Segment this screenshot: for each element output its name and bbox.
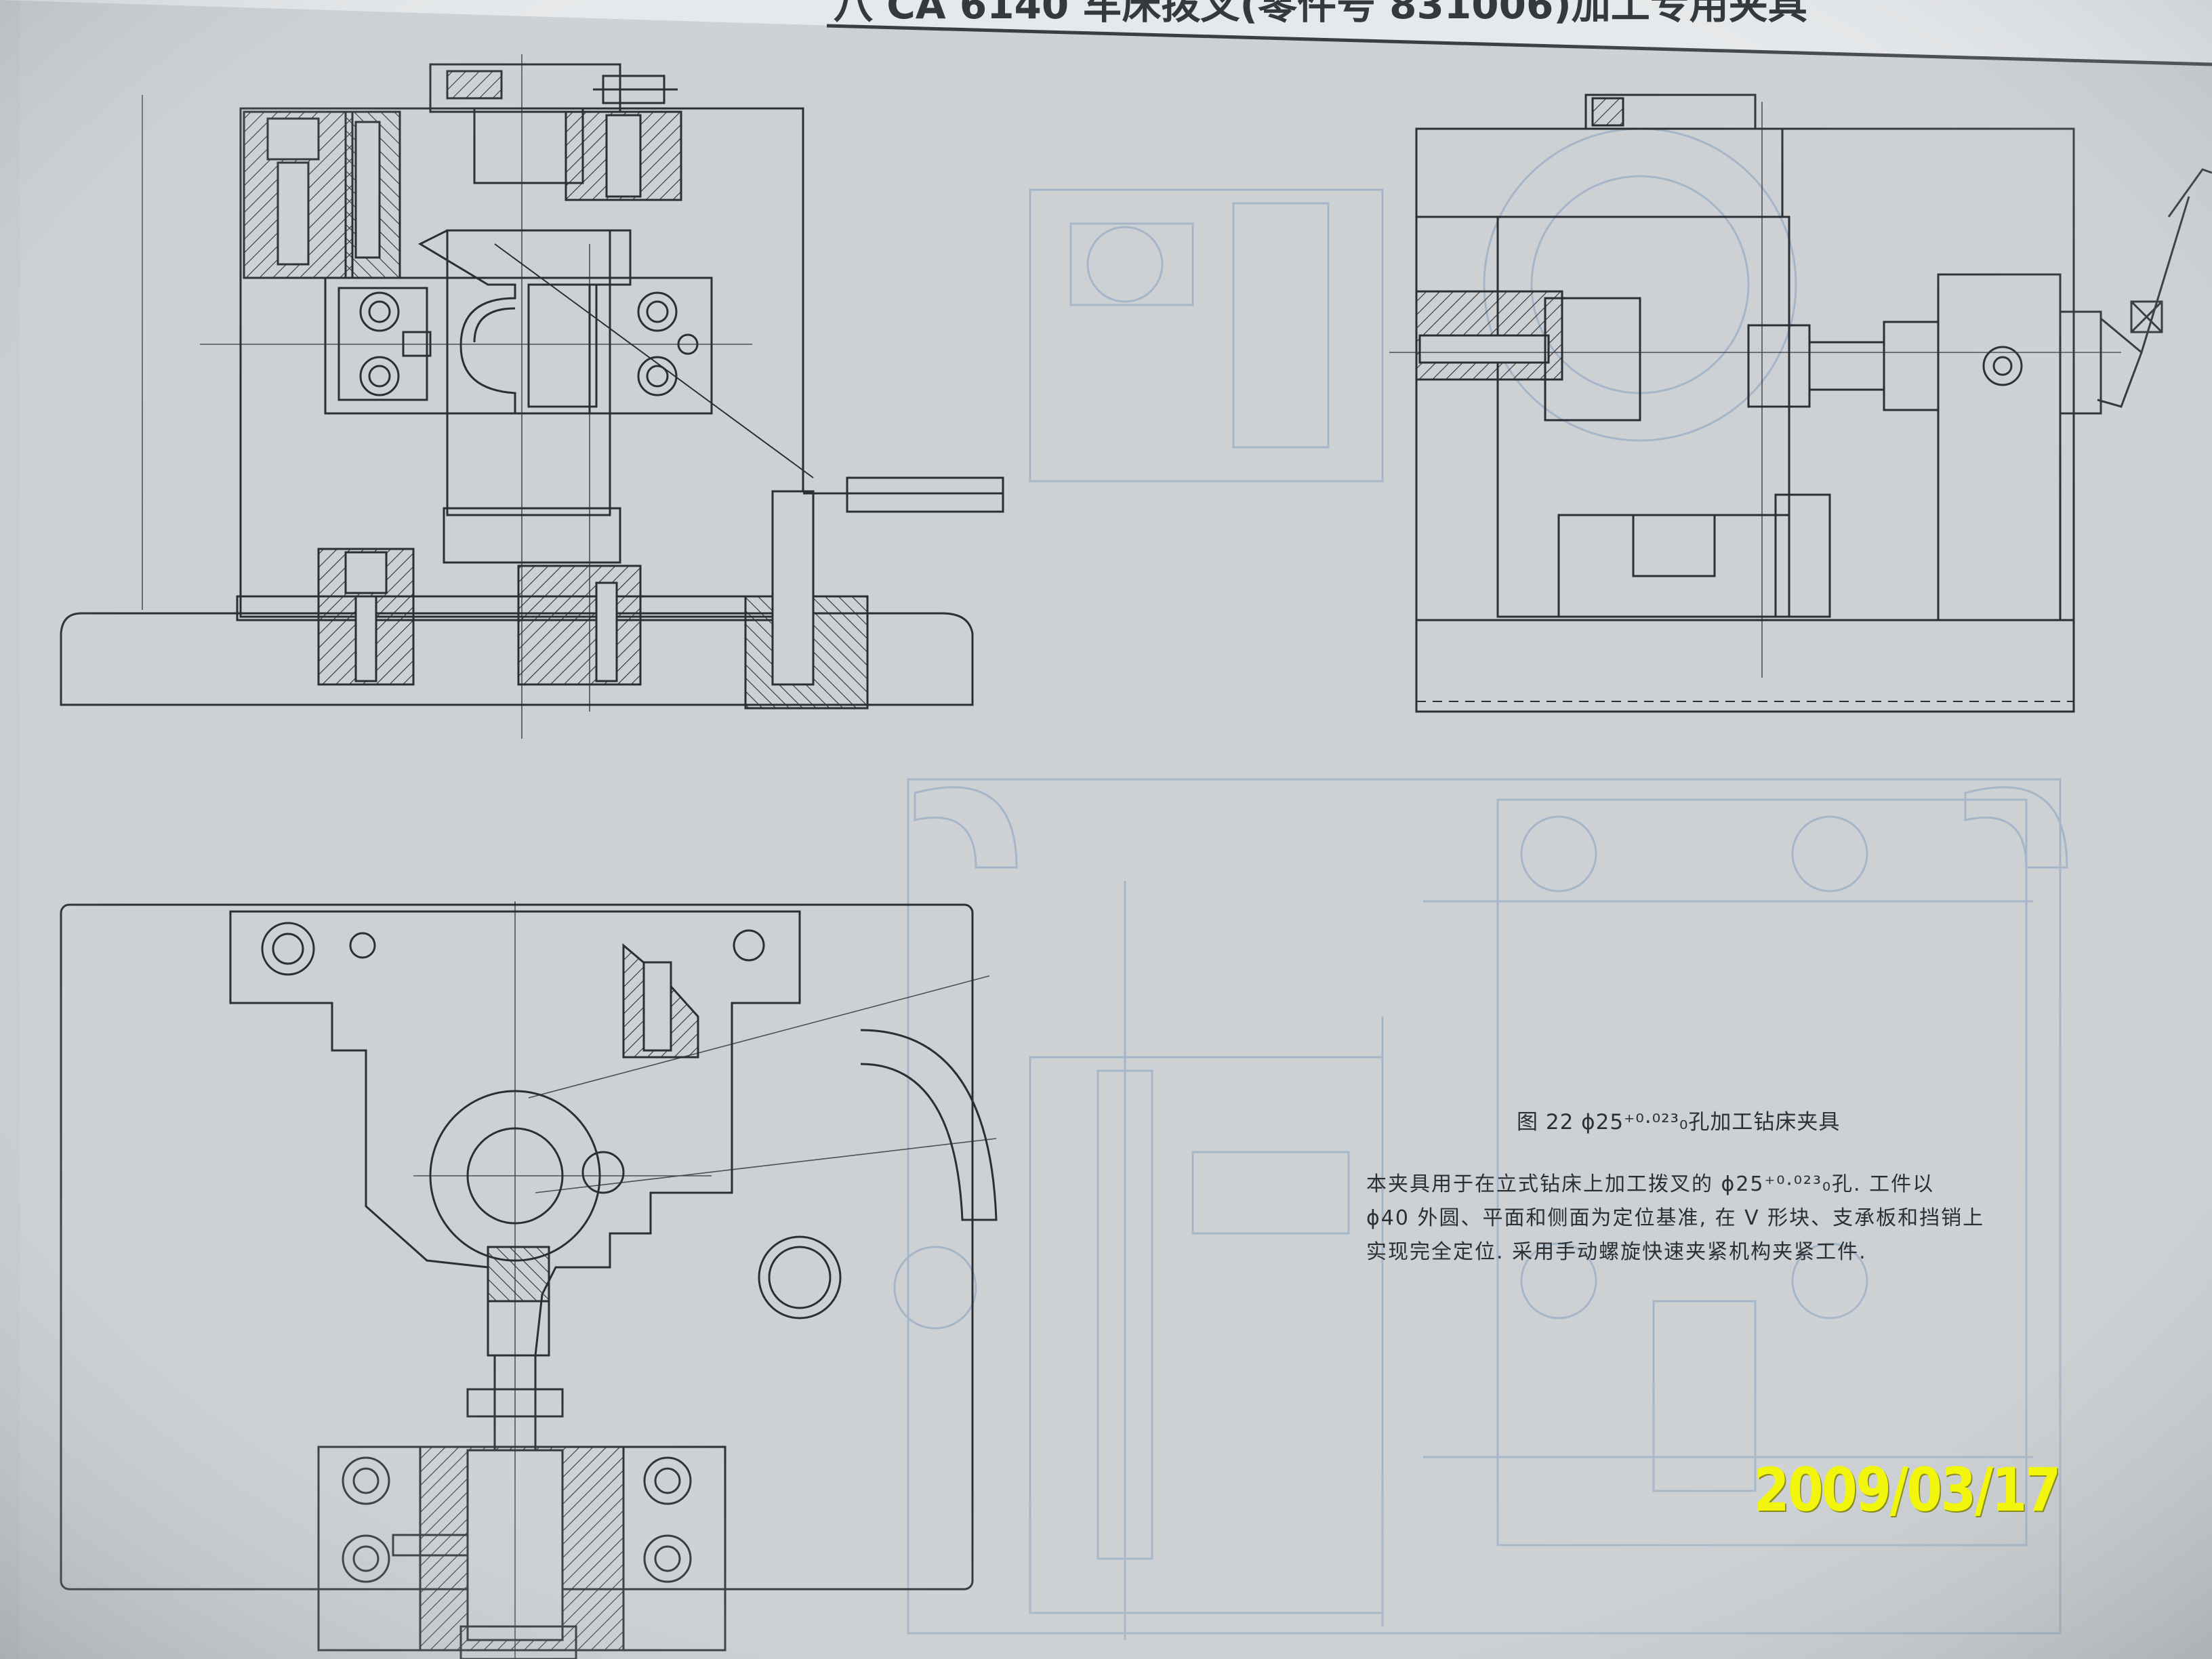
date-stamp: 2009/03/17 (1754, 1455, 2061, 1525)
caption-line-2: ϕ40 外圆、平面和侧面为定位基准, 在 V 形块、支承板和挡销上 (1366, 1206, 1985, 1230)
sheet-header: 八 CA 6140 车床拨叉(零件号 831006)加工专用夹具 (834, 0, 1807, 28)
caption-line-3: 实现完全定位. 采用手动螺旋快速夹紧机构夹紧工件. (1366, 1240, 1867, 1264)
figure-caption-title: 图 22 ϕ25⁺⁰·⁰²³₀孔加工钻床夹具 (1517, 1110, 1841, 1134)
caption-line-1: 本夹具用于在立式钻床上加工拨叉的 ϕ25⁺⁰·⁰²³₀孔. 工件以 (1366, 1172, 1935, 1196)
